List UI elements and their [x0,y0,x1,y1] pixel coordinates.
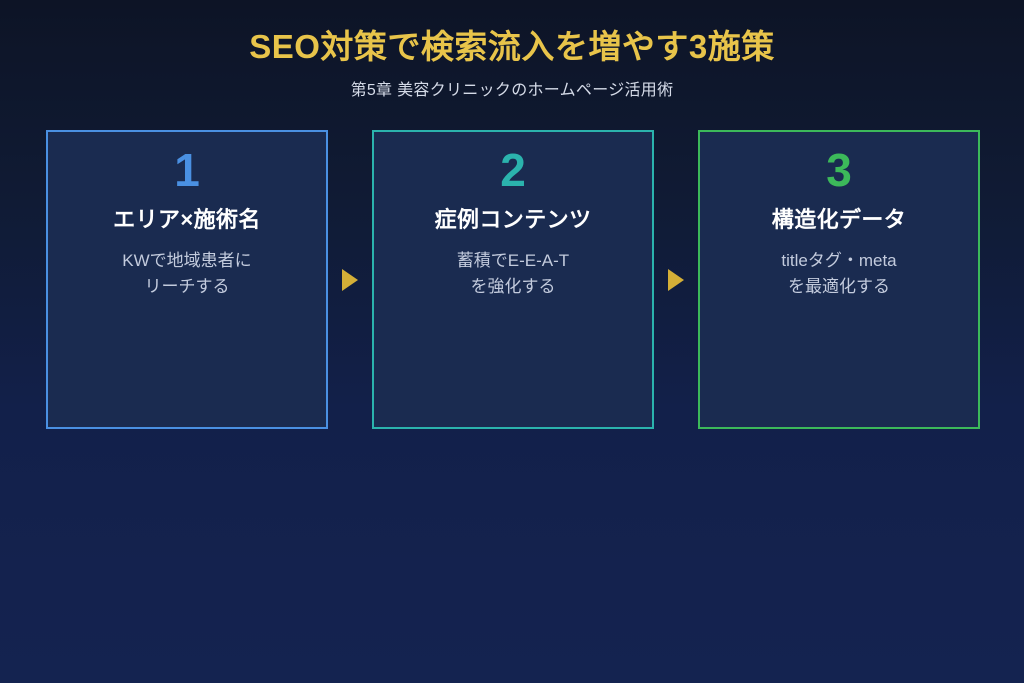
step-card-2[interactable]: 2 症例コンテンツ 蓄積でE-E-A-T を強化する [372,130,654,429]
step-description-1-line-2: リーチする [144,277,230,297]
page-title: SEO対策で検索流入を増やす3施策 [249,28,775,65]
step-description-3: titleタグ・meta を最適化する [700,248,978,301]
step-title-2: 症例コンテンツ [434,207,592,233]
triangle-right-icon [668,268,684,291]
step-description-1: KWで地域患者に リーチする [48,248,326,301]
step-number-3: 3 [826,144,852,196]
arrow-slot-2 [654,130,698,429]
step-card-1[interactable]: 1 エリア×施術名 KWで地域患者に リーチする [46,130,328,429]
step-number-1: 1 [174,144,200,196]
step-number-2: 2 [500,144,526,196]
step-title-3: 構造化データ [771,207,907,233]
step-description-2-line-2: を強化する [470,277,556,297]
step-description-1-line-1: KWで地域患者に [122,250,252,270]
step-title-1: エリア×施術名 [113,207,261,233]
step-description-3-line-2: を最適化する [788,277,890,297]
step-description-3-line-1: titleタグ・meta [781,250,897,270]
slide-header: SEO対策で検索流入を増やす3施策 第5章 美容クリニックのホームページ活用術 [0,28,1024,100]
step-card-3[interactable]: 3 構造化データ titleタグ・meta を最適化する [698,130,980,429]
triangle-right-icon [342,268,358,291]
step-description-2-line-1: 蓄積でE-E-A-T [456,250,570,270]
page-subtitle: 第5章 美容クリニックのホームページ活用術 [350,81,674,99]
step-description-2: 蓄積でE-E-A-T を強化する [374,248,652,301]
steps-row: 1 エリア×施術名 KWで地域患者に リーチする 2 症例コンテンツ 蓄積でE-… [46,130,980,429]
arrow-slot-1 [328,130,372,429]
